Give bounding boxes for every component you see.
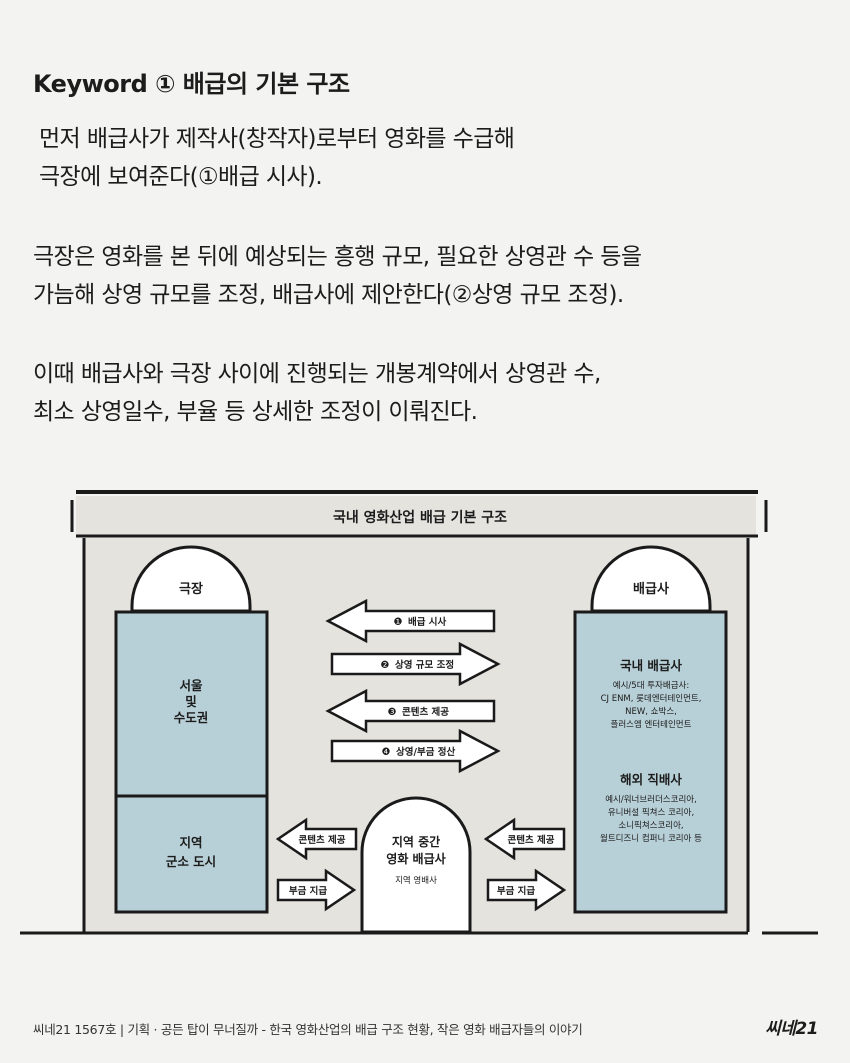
flow-arrow-number: ❹ bbox=[382, 747, 391, 758]
paragraph-1: 먼저 배급사가 제작사(창작자)로부터 영화를 수급해 극장에 보여준다(①배급… bbox=[33, 120, 515, 196]
theater-box-seoul-line: 서울 bbox=[179, 678, 203, 693]
side-arrow-label: 부금 지급 bbox=[497, 885, 536, 897]
domestic-distributor-line: 플러스엠 엔터테인먼트 bbox=[611, 719, 692, 730]
roof-banner: 국내 영화산업 배급 기본 구조 bbox=[70, 490, 768, 538]
theater-box-regional-line: 지역 bbox=[179, 835, 202, 850]
theater-box-seoul bbox=[114, 610, 269, 798]
right-payment-arrow: 부금 지급 bbox=[486, 868, 567, 912]
side-arrow-label: 부금 지급 bbox=[289, 885, 328, 897]
flow-arrow-3: ❸ 콘텐츠 제공 bbox=[325, 688, 496, 734]
domestic-distributor-title: 국내 배급사 bbox=[620, 658, 682, 673]
theater-column: 극장 서울 및 수도권 지역 군소 도시 bbox=[114, 545, 269, 914]
theater-arch-label: 극장 bbox=[179, 581, 203, 597]
domestic-distributor-line: CJ ENM, 롯데엔터테인먼트, bbox=[601, 693, 702, 704]
distributor-column: 배급사 국내 배급사 예시/5대 투자배급사: CJ ENM, 롯데엔터테인먼트… bbox=[573, 545, 728, 914]
flow-arrow-2: ❷ 상영 규모 조정 bbox=[330, 641, 501, 687]
theater-box-seoul-line: 및 bbox=[185, 694, 197, 709]
foreign-distributor-line: 유니버설 픽쳐스 코리아, bbox=[608, 807, 694, 818]
distributor-arch-label: 배급사 bbox=[633, 581, 669, 597]
distributor-box bbox=[573, 610, 728, 914]
regional-distributor-door: 지역 중간 영화 배급사 지역 영배사 bbox=[360, 796, 472, 934]
flow-arrow-label: 상영 규모 조정 bbox=[395, 659, 454, 671]
distribution-structure-diagram: 국내 영화산업 배급 기본 구조 극장 서울 및 수도권 지역 군소 도시 배급… bbox=[20, 490, 818, 935]
paragraph-line: 최소 상영일수, 부율 등 상세한 조정이 이뤄진다. bbox=[33, 399, 478, 425]
diagram-title: 국내 영화산업 배급 기본 구조 bbox=[333, 509, 507, 526]
flow-arrow-label: 배급 시사 bbox=[408, 616, 447, 628]
domestic-distributor-line: 예시/5대 투자배급사: bbox=[613, 680, 689, 691]
flow-arrow-label: 상영/부금 정산 bbox=[396, 746, 455, 758]
domestic-distributor-line: NEW, 쇼박스, bbox=[625, 706, 677, 717]
flow-arrow-number: ❸ bbox=[388, 707, 397, 718]
paragraph-line: 먼저 배급사가 제작사(창작자)로부터 영화를 수급해 bbox=[39, 126, 515, 152]
theater-box-seoul-line: 수도권 bbox=[174, 710, 209, 725]
theater-box-regional-line: 군소 도시 bbox=[166, 854, 216, 869]
theater-arch bbox=[130, 545, 252, 613]
regional-distributor-line: 지역 중간 bbox=[392, 834, 440, 849]
paragraph-3: 이때 배급사와 극장 사이에 진행되는 개봉계약에서 상영관 수, 최소 상영일… bbox=[33, 355, 601, 431]
regional-distributor-sub: 지역 영배사 bbox=[395, 875, 437, 886]
flow-arrow-number: ❶ bbox=[394, 617, 403, 628]
cine21-logo: 씨네21 bbox=[765, 1019, 818, 1039]
flow-arrow-1: ❶ 배급 시사 bbox=[325, 598, 496, 644]
paragraph-2: 극장은 영화를 본 뒤에 예상되는 흥행 규모, 필요한 상영관 수 등을 가늠… bbox=[33, 238, 642, 314]
left-content-arrow: 콘텐츠 제공 bbox=[275, 817, 358, 861]
foreign-distributor-line: 예시/워너브러더스코리아, bbox=[605, 794, 697, 805]
footer-caption: 씨네21 1567호 | 기획 · 공든 탑이 무너질까 - 한국 영화산업의 … bbox=[33, 1022, 583, 1037]
regional-distributor-line: 영화 배급사 bbox=[386, 851, 445, 866]
flow-arrow-label: 콘텐츠 제공 bbox=[402, 706, 449, 718]
distributor-arch bbox=[590, 545, 712, 613]
foreign-distributor-line: 소니픽쳐스코리아, bbox=[618, 820, 683, 831]
flow-arrow-4: ❹ 상영/부금 정산 bbox=[330, 728, 501, 774]
paragraph-line: 가늠해 상영 규모를 조정, 배급사에 제안한다(②상영 규모 조정). bbox=[33, 282, 624, 308]
paragraph-line: 극장에 보여준다(①배급 시사). bbox=[39, 164, 323, 190]
foreign-distributor-title: 해외 직배사 bbox=[620, 772, 682, 787]
foreign-distributor-line: 월트디즈니 컴퍼니 코리아 등 bbox=[600, 833, 702, 844]
theater-box-regional bbox=[114, 794, 269, 914]
flow-arrow-number: ❷ bbox=[381, 660, 390, 671]
heading: Keyword ① 배급의 기본 구조 bbox=[33, 70, 350, 98]
left-payment-arrow: 부금 지급 bbox=[276, 868, 357, 912]
paragraph-line: 이때 배급사와 극장 사이에 진행되는 개봉계약에서 상영관 수, bbox=[33, 361, 601, 387]
paragraph-line: 극장은 영화를 본 뒤에 예상되는 흥행 규모, 필요한 상영관 수 등을 bbox=[33, 244, 642, 270]
side-arrow-label: 콘텐츠 제공 bbox=[298, 834, 345, 846]
side-arrow-label: 콘텐츠 제공 bbox=[507, 834, 554, 846]
right-content-arrow: 콘텐츠 제공 bbox=[483, 817, 566, 861]
